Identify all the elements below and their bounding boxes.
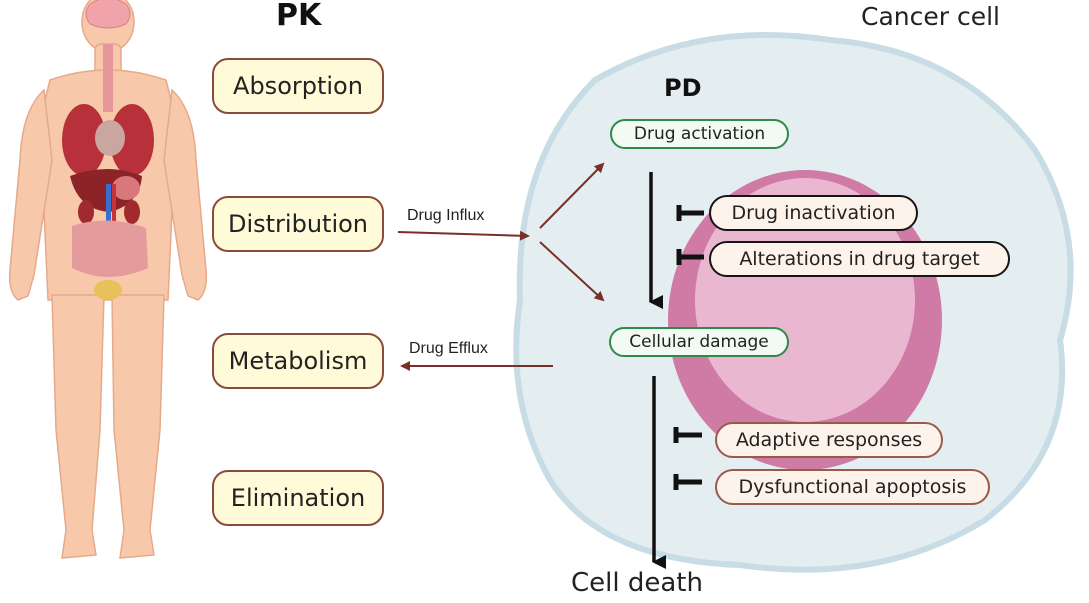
dysfunctional-apoptosis-box: Dysfunctional apoptosis — [715, 469, 990, 505]
influx-to-activation-arrow — [539, 162, 605, 229]
drug-inactivation-box: Drug inactivation — [709, 195, 918, 231]
influx-to-damage-arrow — [539, 241, 605, 302]
pk-heading: PK — [276, 0, 322, 33]
drug-efflux-label: Drug Efflux — [409, 340, 488, 357]
drug-influx-label: Drug Influx — [407, 207, 485, 224]
cellular-damage-box: Cellular damage — [609, 327, 789, 357]
adaptive-responses-box: Adaptive responses — [715, 422, 943, 458]
cancer-cell-label: Cancer cell — [861, 2, 1000, 31]
cell-death-label: Cell death — [571, 568, 703, 598]
drug-influx-arrow — [397, 230, 530, 241]
pk-stage-metabolism: Metabolism — [212, 333, 384, 389]
pd-heading: PD — [664, 74, 702, 102]
human-body-illustration — [8, 0, 208, 559]
alterations-in-drug-target-box: Alterations in drug target — [709, 241, 1010, 277]
inhibitor-icons — [673, 205, 704, 490]
pk-stage-elimination: Elimination — [212, 470, 384, 526]
pk-stage-distribution: Distribution — [212, 196, 384, 252]
pk-stage-absorption: Absorption — [212, 58, 384, 114]
drug-activation-box: Drug activation — [610, 119, 789, 149]
